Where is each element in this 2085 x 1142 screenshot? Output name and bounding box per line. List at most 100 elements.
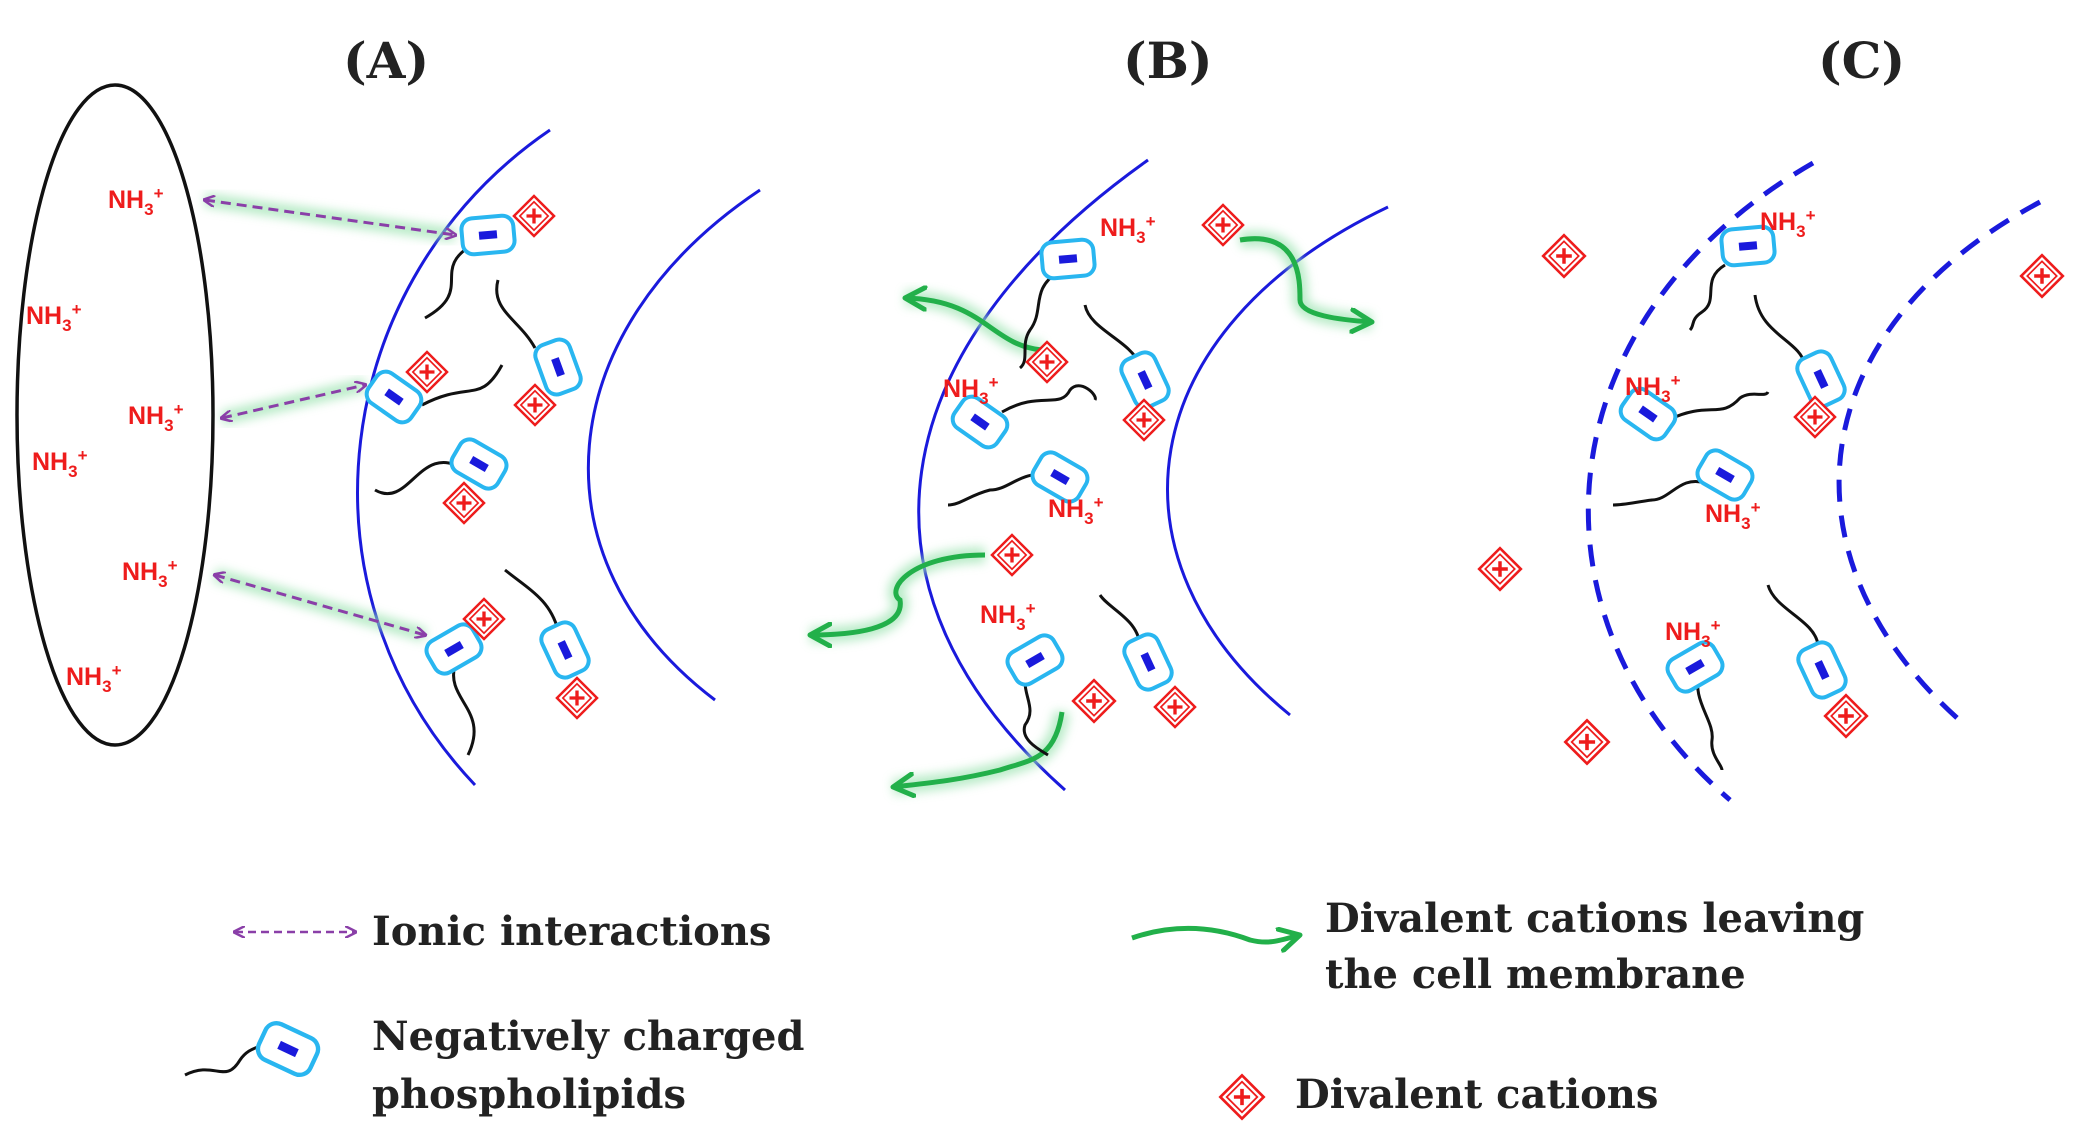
phospholipid-tail — [1696, 669, 1724, 771]
nh3-superscript: + — [1751, 498, 1761, 517]
nh3-superscript: + — [989, 373, 999, 392]
legend-leaving-line2: the cell membrane — [1325, 951, 1746, 998]
nh3-superscript: + — [168, 556, 178, 575]
inner-membrane-a — [586, 188, 761, 702]
phospholipid-head — [1118, 628, 1178, 696]
nh3-superscript: + — [1806, 206, 1816, 225]
nh3-base: NH — [66, 663, 102, 691]
nh3-label: NH3+ — [26, 300, 82, 335]
nh3-base: NH — [1760, 208, 1796, 236]
phospholipid-head — [1691, 444, 1759, 506]
legend-phospholipids-line1: Negatively charged — [372, 1013, 804, 1060]
nh3-base: NH — [1705, 500, 1741, 528]
phospholipid-tail — [1018, 270, 1059, 370]
nh3-base: NH — [1625, 373, 1661, 401]
nh3-subscript: 3 — [979, 389, 988, 408]
nh3-label: NH3+ — [1625, 371, 1681, 406]
nh3-label: NH3+ — [1665, 616, 1721, 651]
nh3-base: NH — [1048, 495, 1084, 523]
phospholipid-tail — [1753, 294, 1807, 366]
nh3-subscript: 3 — [68, 462, 77, 481]
divalent-cation — [1563, 718, 1611, 766]
phospholipid-tail — [1688, 263, 1726, 332]
legend-cations: Divalent cations — [1218, 1071, 1658, 1121]
nh3-superscript: + — [1671, 371, 1681, 390]
nh3-subscript: 3 — [1136, 228, 1145, 247]
leaving-arrow — [1239, 236, 1372, 322]
legend-ionic: Ionic interactions — [235, 908, 771, 955]
phospholipid-head — [1791, 345, 1851, 413]
nh3-superscript: + — [78, 446, 88, 465]
legend-cation-icon — [1218, 1073, 1266, 1121]
nh3-label: NH3+ — [122, 556, 178, 591]
phospholipid-head — [1661, 636, 1729, 698]
legend: Ionic interactions Negatively charged ph… — [184, 895, 1864, 1121]
phospholipid-tail — [495, 279, 537, 349]
legend-leaving-line1: Divalent cations leaving — [1325, 895, 1864, 942]
divalent-cation — [1153, 685, 1197, 729]
phospholipid-head — [458, 212, 518, 258]
nh3-base: NH — [980, 601, 1016, 629]
nh3-base: NH — [108, 186, 144, 214]
divalent-cation — [1122, 398, 1166, 442]
nh3-superscript: + — [1711, 616, 1721, 635]
phospholipid-tail — [1766, 584, 1820, 646]
ionic-arrow — [222, 378, 365, 425]
phospholipid-head — [1038, 236, 1098, 282]
ionic-arrow — [215, 568, 425, 642]
divalent-cation — [1477, 546, 1523, 592]
leaving-arrow — [810, 552, 986, 635]
nh3-subscript: 3 — [102, 677, 111, 696]
inner-membrane-b — [1166, 205, 1389, 717]
phospholipid-tail — [1667, 390, 1770, 422]
nh3-subscript: 3 — [1016, 615, 1025, 634]
nh3-superscript: + — [72, 300, 82, 319]
legend-phospholipids: Negatively charged phospholipids — [184, 1013, 804, 1118]
phospholipid-tail — [421, 364, 504, 407]
nh3-base: NH — [26, 302, 62, 330]
nh3-superscript: + — [1146, 212, 1156, 231]
nh3-label: NH3+ — [128, 400, 184, 435]
divalent-cation — [512, 194, 556, 238]
legend-ionic-label: Ionic interactions — [372, 908, 771, 955]
nh3-base: NH — [943, 375, 979, 403]
phospholipid-head — [445, 433, 513, 495]
nh3-subscript: 3 — [1701, 632, 1710, 651]
nh3-base: NH — [1100, 214, 1136, 242]
divalent-cation — [1541, 233, 1587, 279]
panel-a: NH3+ NH3+ NH3+ NH3+ NH3+ NH3+ — [15, 83, 761, 787]
outer-membrane-c — [1585, 160, 1815, 802]
legend-phospholipids-line2: phospholipids — [372, 1071, 686, 1118]
nh3-superscript: + — [174, 400, 184, 419]
divalent-cation — [990, 533, 1034, 577]
panel-b: NH3+ NH3+ NH3+ NH3+ — [810, 158, 1389, 790]
divalent-cation — [555, 676, 599, 720]
phospholipid-tail — [504, 568, 560, 631]
nh3-label: NH3+ — [980, 599, 1036, 634]
nh3-base: NH — [32, 448, 68, 476]
legend-leaving: Divalent cations leaving the cell membra… — [1131, 895, 1864, 998]
legend-cations-label: Divalent cations — [1295, 1071, 1658, 1118]
nh3-subscript: 3 — [1661, 387, 1670, 406]
polymer-ellipse — [15, 83, 215, 747]
nh3-subscript: 3 — [1796, 222, 1805, 241]
nh3-subscript: 3 — [62, 316, 71, 335]
panel-label-c: (C) — [1818, 31, 1905, 90]
nh3-superscript: + — [154, 184, 164, 203]
panel-label-a: (A) — [343, 31, 429, 90]
phospholipid-head — [1792, 636, 1852, 704]
nh3-subscript: 3 — [1741, 514, 1750, 533]
phospholipid-head — [535, 616, 595, 684]
divalent-cation — [1823, 693, 1869, 739]
nh3-label: NH3+ — [66, 661, 122, 696]
leaving-arrow — [893, 711, 1065, 787]
nh3-subscript: 3 — [1084, 509, 1093, 528]
nh3-subscript: 3 — [158, 572, 167, 591]
divalent-cation — [442, 481, 486, 525]
nh3-label: NH3+ — [1705, 498, 1761, 533]
divalent-cation — [2019, 253, 2065, 299]
nh3-superscript: + — [112, 661, 122, 680]
nh3-label: NH3+ — [1100, 212, 1156, 247]
nh3-label: NH3+ — [1760, 206, 1816, 241]
